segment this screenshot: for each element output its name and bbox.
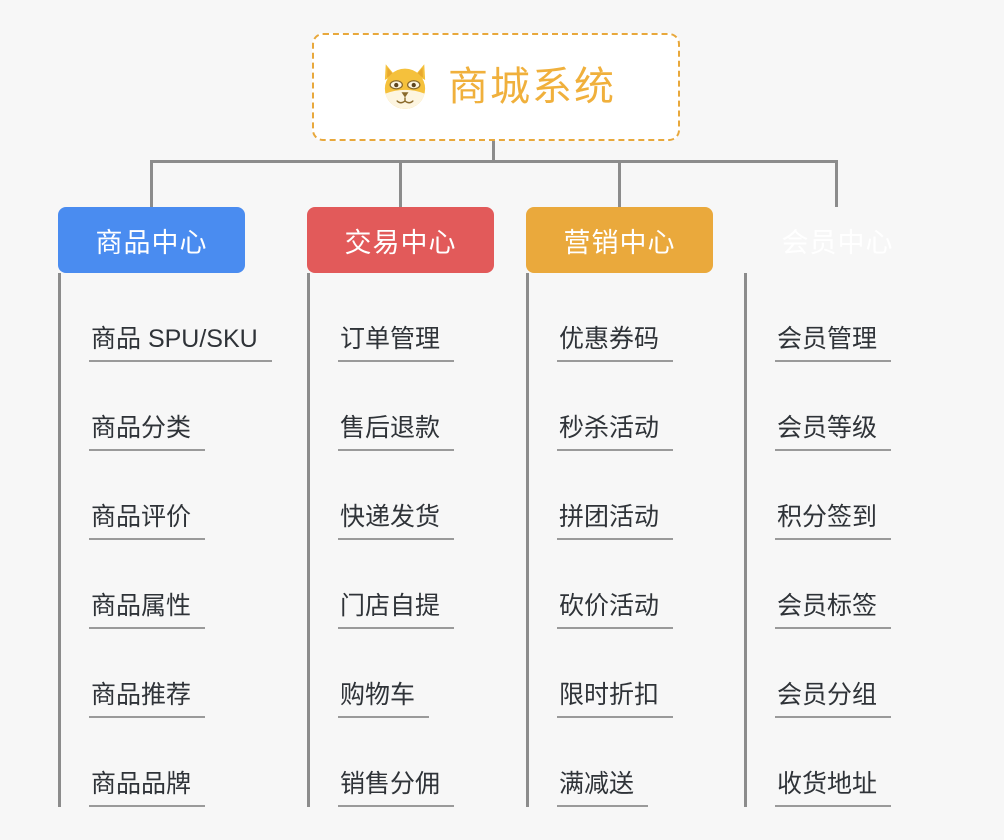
leaf-label: 订单管理: [338, 325, 455, 362]
leaf-label: 限时折扣: [557, 681, 674, 718]
leaf-label: 优惠券码: [557, 325, 674, 362]
leaf-label: 积分签到: [775, 503, 892, 540]
connector-drop-4: [835, 160, 838, 207]
leaf-label: 商品评价: [89, 503, 206, 540]
category-header-trade-center[interactable]: 交易中心: [307, 207, 494, 273]
leaf-label: 会员分组: [775, 681, 892, 718]
root-node[interactable]: 商城系统: [312, 33, 680, 141]
connector-root-stem: [492, 141, 495, 163]
connector-drop-3: [618, 160, 621, 207]
leaf-item[interactable]: 会员等级: [744, 362, 931, 451]
leaf-label: 门店自提: [338, 592, 455, 629]
shiba-dog-face-icon: [384, 64, 426, 109]
leaf-item[interactable]: 商品分类: [58, 362, 245, 451]
leaf-label: 秒杀活动: [557, 414, 674, 451]
branch-column-marketing-center: 营销中心 优惠券码 秒杀活动 拼团活动 砍价活动 限时折扣 满减送: [526, 207, 713, 807]
leaf-list-member-center: 会员管理 会员等级 积分签到 会员标签 会员分组 收货地址: [744, 273, 931, 807]
leaf-label: 快递发货: [338, 503, 455, 540]
leaf-item[interactable]: 商品 SPU/SKU: [58, 273, 272, 362]
leaf-item[interactable]: 商品评价: [58, 451, 245, 540]
category-header-product-center[interactable]: 商品中心: [58, 207, 245, 273]
leaf-label: 满减送: [557, 770, 649, 807]
leaf-item[interactable]: 秒杀活动: [526, 362, 713, 451]
leaf-item[interactable]: 限时折扣: [526, 629, 713, 718]
leaf-label: 会员标签: [775, 592, 892, 629]
category-header-member-center[interactable]: 会员中心: [781, 227, 894, 258]
leaf-label: 会员等级: [775, 414, 892, 451]
leaf-item[interactable]: 快递发货: [307, 451, 494, 540]
leaf-label: 销售分佣: [338, 770, 455, 807]
category-header-marketing-center[interactable]: 营销中心: [526, 207, 713, 273]
root-title: 商城系统: [448, 65, 616, 109]
leaf-label: 商品品牌: [89, 770, 206, 807]
leaf-list-trade-center: 订单管理 售后退款 快递发货 门店自提 购物车 销售分佣: [307, 273, 494, 807]
leaf-list-product-center: 商品 SPU/SKU 商品分类 商品评价 商品属性 商品推荐 商品品牌: [58, 273, 272, 807]
leaf-item[interactable]: 商品推荐: [58, 629, 245, 718]
leaf-item[interactable]: 购物车: [307, 629, 494, 718]
leaf-item[interactable]: 商品品牌: [58, 718, 245, 807]
leaf-item[interactable]: 售后退款: [307, 362, 494, 451]
leaf-label: 收货地址: [775, 770, 892, 807]
branch-column-member-center: 会员中心 会员管理 会员等级 积分签到 会员标签 会员分组 收货地址: [744, 207, 931, 807]
leaf-label: 砍价活动: [557, 592, 674, 629]
leaf-item[interactable]: 销售分佣: [307, 718, 494, 807]
leaf-label: 售后退款: [338, 414, 455, 451]
leaf-label: 商品推荐: [89, 681, 206, 718]
leaf-item[interactable]: 砍价活动: [526, 540, 713, 629]
leaf-label: 商品分类: [89, 414, 206, 451]
branch-column-trade-center: 交易中心 订单管理 售后退款 快递发货 门店自提 购物车 销售分佣: [307, 207, 494, 807]
leaf-item[interactable]: 商品属性: [58, 540, 245, 629]
leaf-item[interactable]: 会员标签: [744, 540, 931, 629]
leaf-label: 拼团活动: [557, 503, 674, 540]
leaf-item[interactable]: 收货地址: [744, 718, 931, 807]
leaf-item[interactable]: 满减送: [526, 718, 713, 807]
leaf-label: 商品 SPU/SKU: [89, 325, 272, 362]
leaf-label: 购物车: [338, 681, 430, 718]
leaf-label: 商品属性: [89, 592, 206, 629]
leaf-item[interactable]: 会员分组: [744, 629, 931, 718]
leaf-item[interactable]: 会员管理: [744, 273, 931, 362]
connector-drop-2: [399, 160, 402, 207]
connector-drop-1: [150, 160, 153, 207]
branch-column-product-center: 商品中心 商品 SPU/SKU 商品分类 商品评价 商品属性 商品推荐 商品品牌: [58, 207, 272, 807]
leaf-item[interactable]: 订单管理: [307, 273, 494, 362]
leaf-item[interactable]: 优惠券码: [526, 273, 713, 362]
leaf-item[interactable]: 门店自提: [307, 540, 494, 629]
connector-horizontal-bus: [150, 160, 838, 163]
leaf-item[interactable]: 积分签到: [744, 451, 931, 540]
leaf-label: 会员管理: [775, 325, 892, 362]
leaf-item[interactable]: 拼团活动: [526, 451, 713, 540]
leaf-list-marketing-center: 优惠券码 秒杀活动 拼团活动 砍价活动 限时折扣 满减送: [526, 273, 713, 807]
